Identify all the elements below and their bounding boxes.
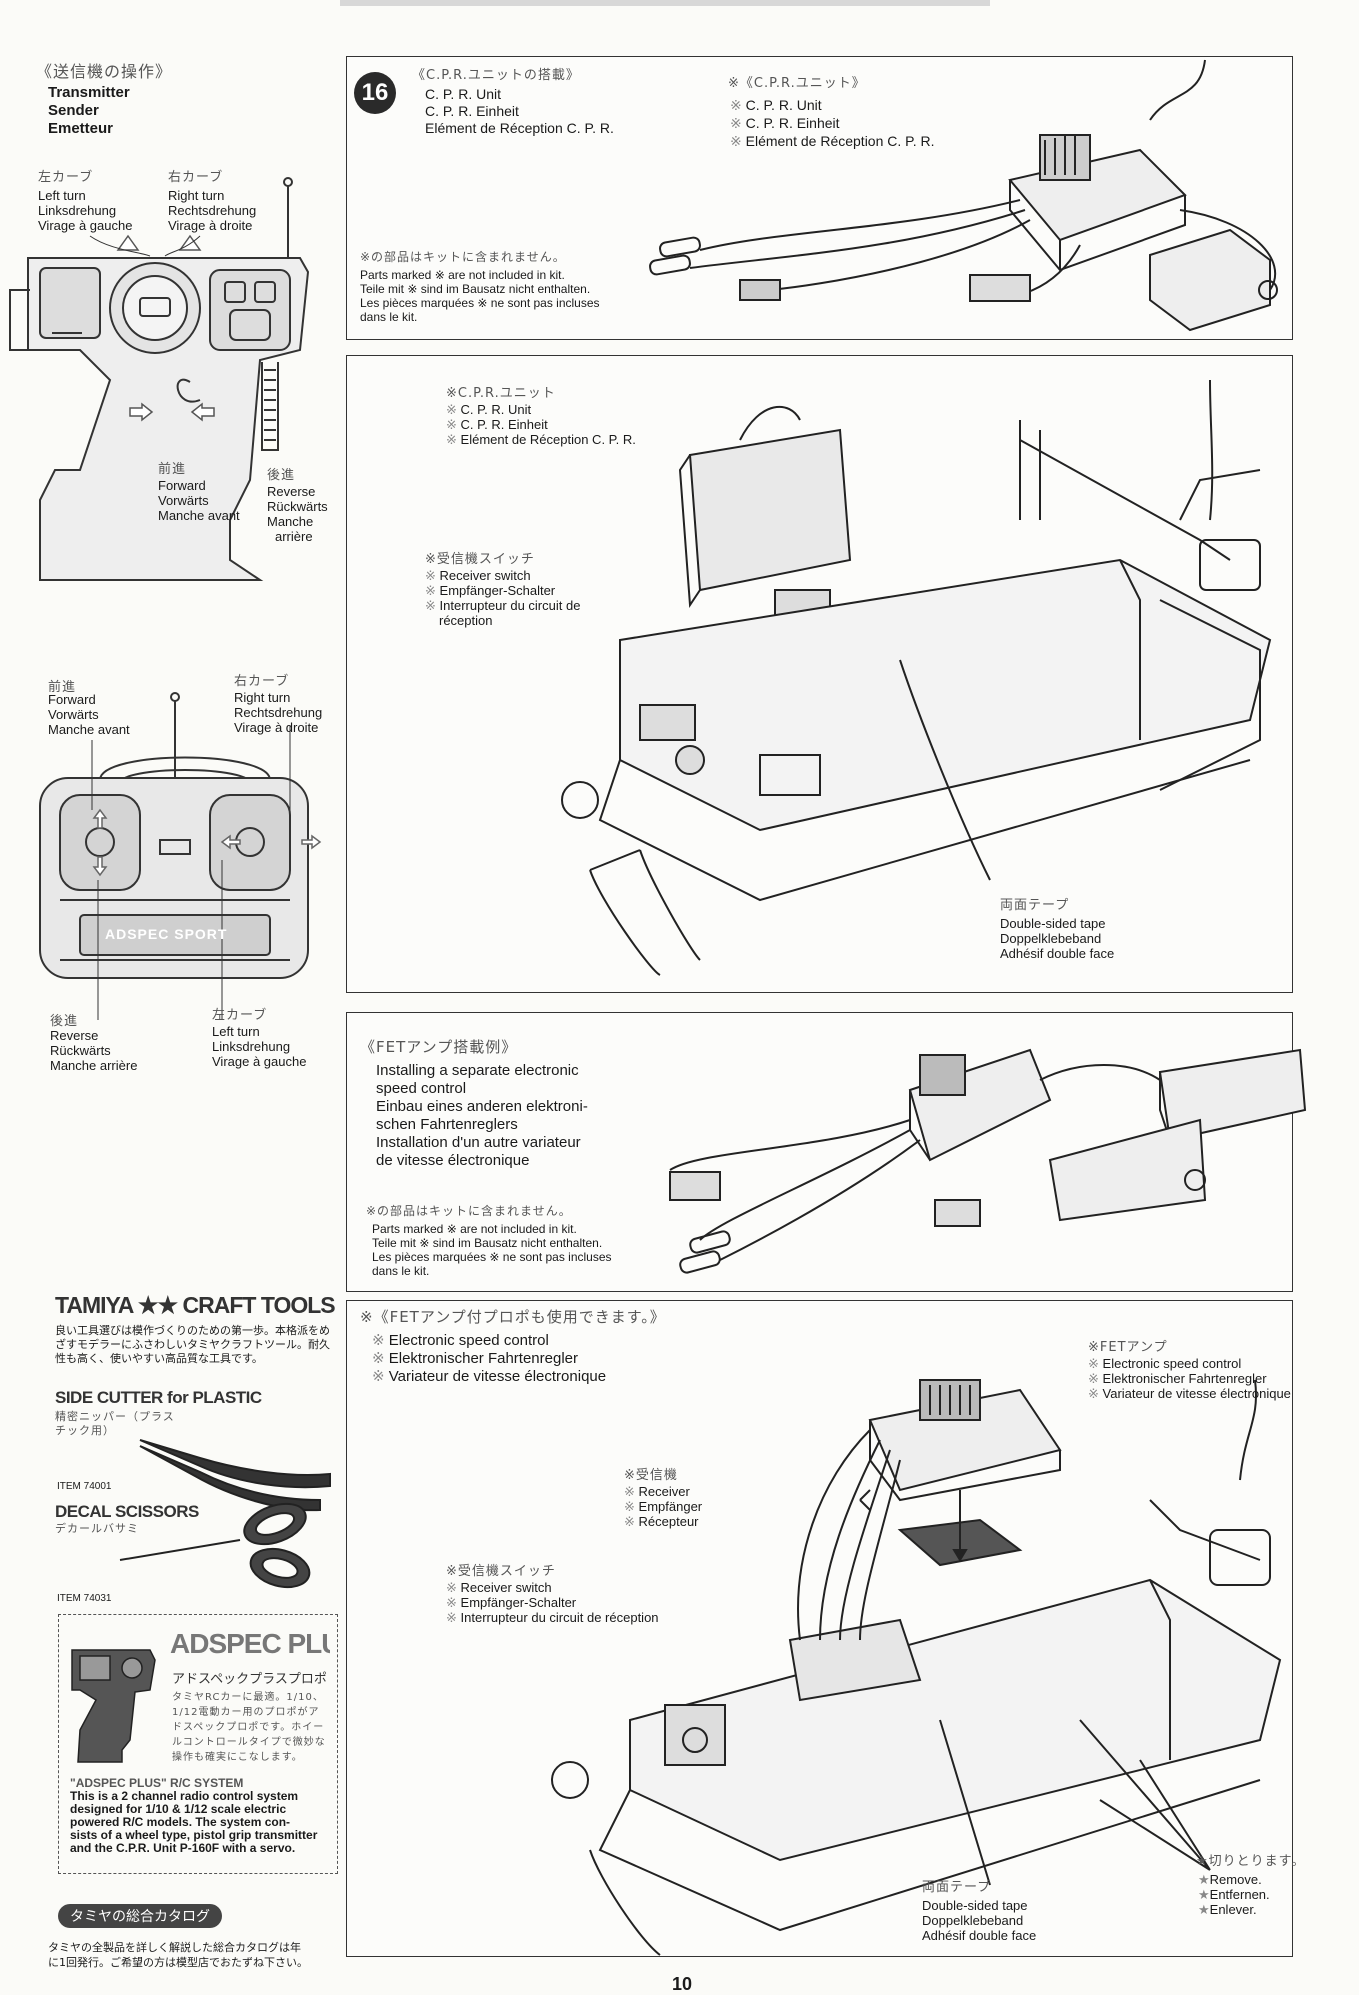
decal-scissors-title: DECAL SCISSORS: [55, 1502, 199, 1521]
fet-jp-title: 《FETアンプ搭載例》: [360, 1038, 518, 1056]
side-cutter-jp: 精密ニッパー（プラスチック用）: [55, 1410, 175, 1437]
step-number: 16: [361, 79, 389, 106]
right-turn2-jp: 右カーブ: [234, 674, 290, 689]
reverse2-label: Reverse Rückwärts Manche arrière: [50, 1028, 138, 1073]
cpr-label: ※ C. P. R. Unit ※ C. P. R. Einheit ※ Elé…: [730, 97, 935, 149]
fet-title: Installing a separate electronic speed c…: [376, 1062, 588, 1169]
decal-scissors-jp: デカールバサミ: [55, 1522, 139, 1535]
fet-not-included-note: Parts marked ※ are not included in kit. …: [372, 1222, 612, 1278]
assembly1-cpr-jp: ※C.P.R.ユニット: [446, 386, 556, 401]
assembly2-switch-label: ※ Receiver switch ※ Empfänger-Schalter ※…: [446, 1580, 659, 1625]
side-cutter-title: SIDE CUTTER for PLASTIC: [55, 1388, 262, 1407]
assembly2-esc-label: ※ Electronic speed control ※ Elektronisc…: [372, 1332, 607, 1385]
fet-not-included-jp: ※の部品はキットに含まれません。: [366, 1204, 572, 1218]
assembly2-fet-jp: ※FETアンプ: [1088, 1340, 1168, 1355]
reverse-label: Reverse Rückwärts Manche arrière: [267, 484, 328, 544]
not-included-note: Parts marked ※ are not included in kit. …: [360, 268, 600, 324]
step-number-badge: 16: [354, 72, 396, 114]
adspec-jp-desc: タミヤRCカーに最適。1/10、1/12電動カー用のプロポがアドスペックプロポで…: [172, 1692, 326, 1763]
tx-brand: ADSPEC SPORT: [105, 926, 228, 942]
transmitter-jp-title: 《送信機の操作》: [36, 62, 173, 81]
assembly2-tape-jp: 両面テープ: [922, 1880, 992, 1895]
adspec-ad-box: [58, 1614, 338, 1874]
adspec-logo: ADSPEC PLUS: [170, 1628, 330, 1659]
craft-tools-desc: 良い工具選びは模作づくりのための第一歩。本格派をめざすモデラーにふさわしいタミヤ…: [55, 1324, 330, 1365]
cpr-jp: ※《C.P.R.ユニット》: [728, 76, 866, 91]
left-turn2-jp: 左カーブ: [212, 1008, 268, 1023]
catalog-badge: タミヤの総合カタログ: [58, 1904, 222, 1928]
forward2-jp: 前進: [48, 680, 77, 695]
assembly1-tape-jp: 両面テープ: [1000, 898, 1070, 913]
assembly1-switch-jp: ※受信機スイッチ: [425, 552, 535, 567]
step16-jp-title: 《C.P.R.ユニットの搭載》: [412, 68, 580, 83]
catalog-text: タミヤの全製品を詳しく解説した総合カタログは年 に1回発行。ご希望の方は模型店で…: [48, 1941, 308, 1969]
forward2-label: Forward Vorwärts Manche avant: [48, 692, 130, 737]
assembly1-tape-label: Double-sided tape Doppelklebeband Adhési…: [1000, 916, 1115, 961]
left-turn2-label: Left turn Linksdrehung Virage à gauche: [212, 1024, 307, 1069]
left-turn-jp: 左カーブ: [38, 170, 94, 185]
assembly2-tape-label: Double-sided tape Doppelklebeband Adhési…: [922, 1898, 1037, 1943]
assembly1-cpr-label: ※ C. P. R. Unit ※ C. P. R. Einheit ※ Elé…: [446, 402, 636, 447]
assembly2-receiver-jp: ※受信機: [624, 1468, 678, 1483]
page-number: 10: [672, 1974, 693, 1994]
decal-scissors-item: ITEM 74031: [57, 1593, 112, 1604]
assembly1-panel: [346, 355, 1293, 993]
adspec-desc: This is a 2 channel radio control system…: [70, 1789, 318, 1855]
assembly2-jp-title: ※《FETアンプ付プロポも使用できます。》: [360, 1308, 666, 1326]
right-turn-label: Right turn Rechtsdrehung Virage à droite: [168, 188, 257, 233]
not-included-jp: ※の部品はキットに含まれません。: [360, 250, 566, 264]
side-cutter-item: ITEM 74001: [57, 1481, 112, 1492]
assembly2-fet-label: ※ Electronic speed control ※ Elektronisc…: [1088, 1356, 1291, 1401]
assembly2-cut-jp: ★切りとります。: [1196, 1854, 1306, 1869]
assembly2-receiver-label: ※ Receiver ※ Empfänger ※ Récepteur: [624, 1484, 703, 1529]
transmitter-title: Transmitter Sender Emetteur: [48, 84, 130, 137]
left-turn-label: Left turn Linksdrehung Virage à gauche: [38, 188, 133, 233]
assembly1-switch-label: ※ Receiver switch ※ Empfänger-Schalter ※…: [425, 568, 581, 628]
step16-title: C. P. R. Unit C. P. R. Einheit Elément d…: [425, 86, 614, 136]
forward-label: Forward Vorwärts Manche avant: [158, 478, 240, 523]
right-turn-jp: 右カーブ: [168, 170, 224, 185]
adspec-jp-name: アドスペックプラスプロポ: [172, 1672, 327, 1687]
adspec-title: "ADSPEC PLUS" R/C SYSTEM: [70, 1776, 244, 1790]
reverse2-jp: 後進: [50, 1014, 79, 1029]
top-bar: [340, 0, 990, 6]
right-turn2-label: Right turn Rechtsdrehung Virage à droite: [234, 690, 323, 735]
craft-tools-logo: TAMIYA ★★ CRAFT TOOLS: [55, 1292, 336, 1318]
assembly2-switch-jp: ※受信機スイッチ: [446, 1564, 556, 1579]
reverse-jp: 後進: [267, 468, 296, 483]
forward-jp: 前進: [158, 462, 187, 477]
assembly2-cut-label: ★Remove. ★Entfernen. ★Enlever.: [1198, 1872, 1270, 1917]
